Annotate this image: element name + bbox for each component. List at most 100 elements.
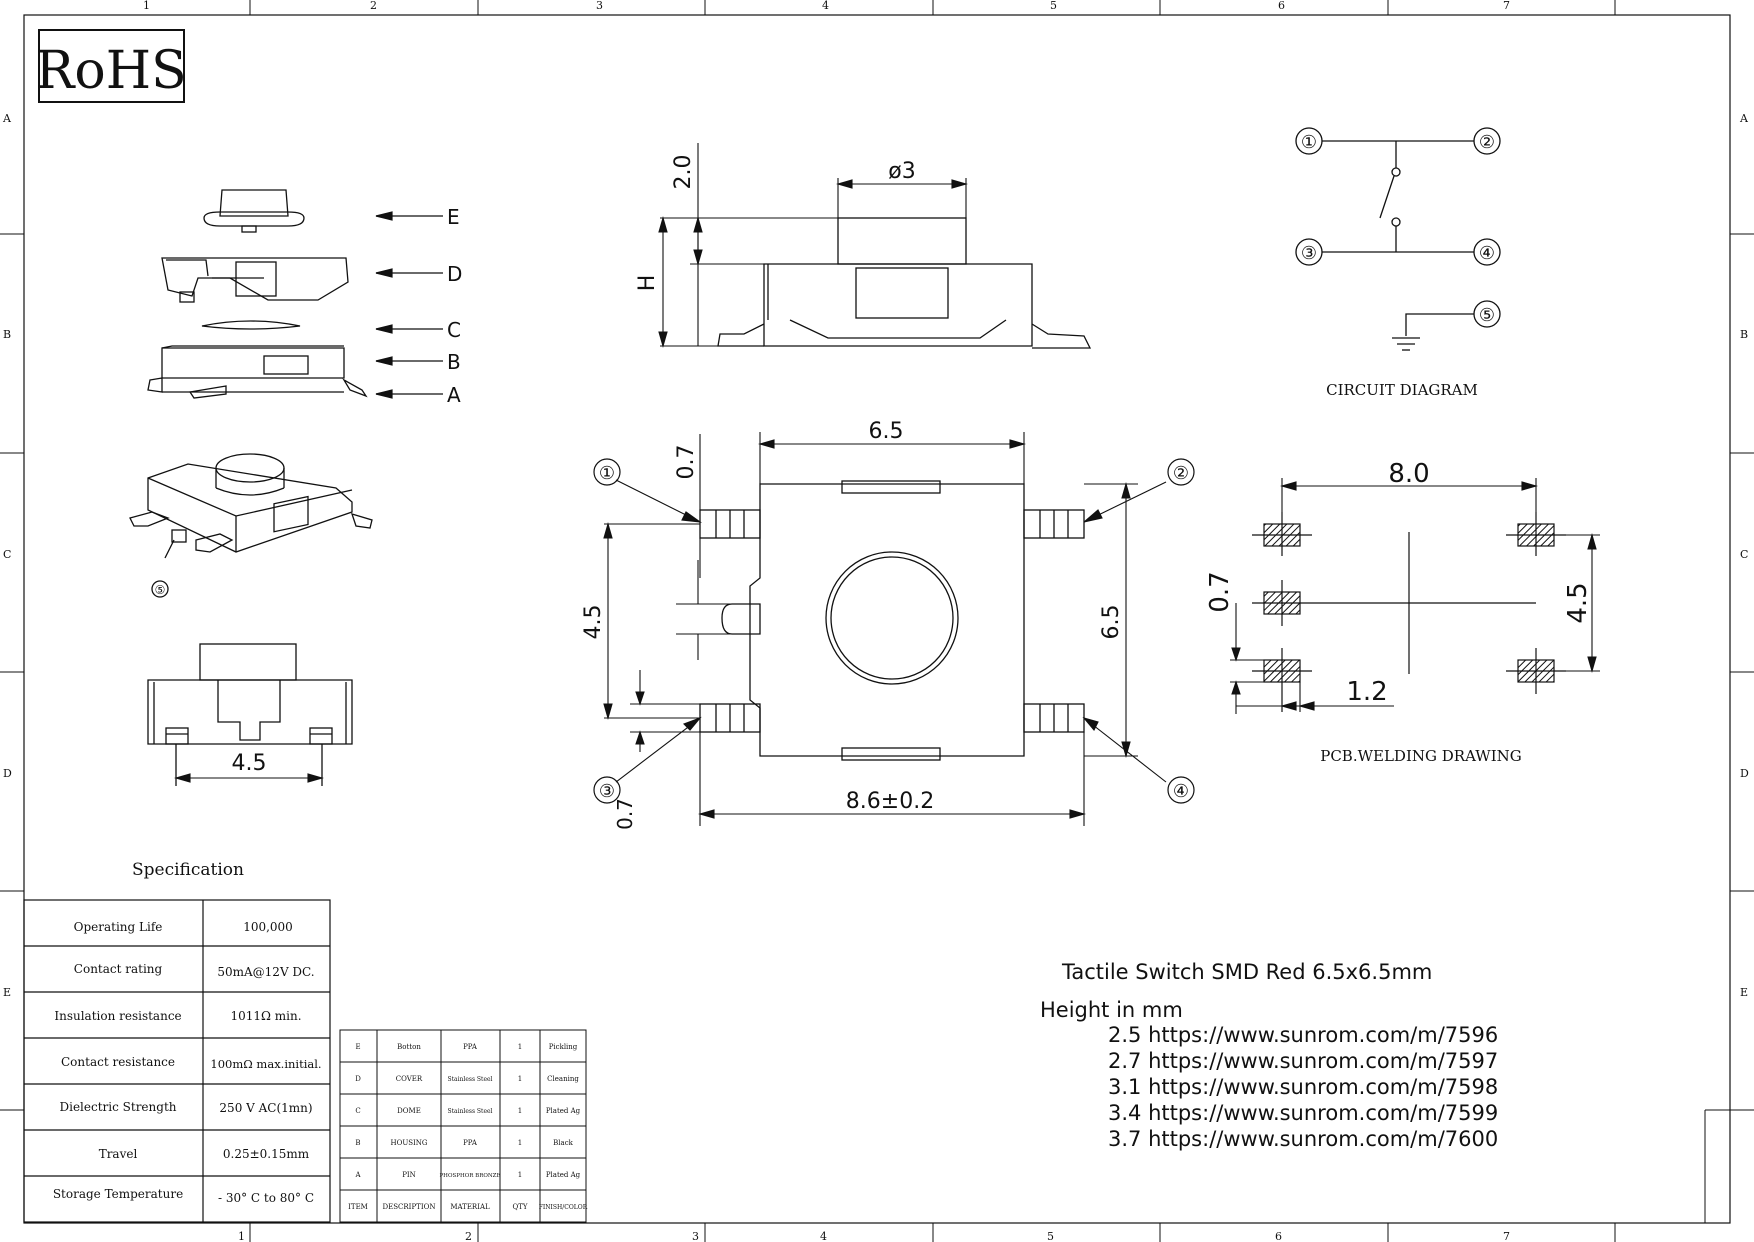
isometric-view: [129, 453, 373, 598]
exploded-labels: E D C B A: [447, 205, 462, 407]
col-label: 1: [143, 0, 150, 12]
top-pin3-label: ③: [599, 781, 615, 802]
bom-cell: 1: [518, 1139, 522, 1147]
spec-title: Specification: [132, 860, 244, 880]
col-label: 2: [465, 1230, 472, 1242]
top-body-height-label: 6.5: [1099, 605, 1124, 640]
bom-cell: Botton: [397, 1043, 421, 1051]
spec-table: [23, 899, 331, 1223]
height-link-2-5[interactable]: 2.5 https://www.sunrom.com/m/7596: [1108, 1023, 1499, 1047]
top-pin1-label: ①: [599, 463, 615, 484]
part-label-c: C: [447, 318, 461, 342]
row-label: B: [1740, 328, 1748, 341]
spec-value: 100,000: [243, 920, 293, 934]
circuit-pin5-label: ⑤: [1479, 305, 1495, 326]
circuit-labels: ① ② ③ ④ ⑤: [1301, 132, 1495, 326]
spec-value: 250 V AC(1mn): [219, 1101, 312, 1115]
bom-cell: B: [355, 1139, 360, 1147]
bom-cell: Pickling: [549, 1043, 578, 1051]
bottom-view: [147, 643, 353, 786]
row-label: A: [1739, 112, 1749, 125]
pcb-title: PCB.WELDING DRAWING: [1320, 747, 1522, 765]
spec-label: Operating Life: [74, 920, 163, 934]
side-cap-height-label: 2.0: [671, 155, 696, 190]
pcb-pad-width-label: 1.2: [1346, 677, 1387, 707]
bom-header: QTY: [512, 1203, 527, 1211]
spec-label: Contact resistance: [61, 1055, 175, 1069]
row-label: D: [3, 767, 12, 780]
row-label: C: [1740, 548, 1748, 561]
pcb-labels: 8.0 0.7 4.5 1.2: [1205, 459, 1593, 707]
rohs-text: RoHS: [35, 41, 186, 101]
height-link-3-7[interactable]: 3.7 https://www.sunrom.com/m/7600: [1108, 1127, 1499, 1151]
circuit-pin2-label: ②: [1479, 132, 1495, 153]
row-label: E: [3, 986, 11, 999]
bom-header: ITEM: [348, 1203, 368, 1211]
spec-value: 50mA@12V DC.: [217, 965, 314, 979]
bom-cell: C: [355, 1107, 360, 1115]
col-label: 7: [1503, 1230, 1510, 1242]
bom-cell: E: [355, 1043, 360, 1051]
pcb-dims: [1230, 478, 1600, 714]
exploded-view: [147, 189, 368, 399]
part-label-b: B: [447, 350, 461, 374]
pcb-drawing: [1252, 512, 1566, 712]
iso-pin5-label: ⑤: [155, 583, 166, 597]
sheet-frame: [23, 14, 1731, 1224]
top-overall-width-label: 8.6±0.2: [846, 789, 934, 814]
part-label-d: D: [447, 262, 462, 286]
bom-cell: Plated Ag: [546, 1107, 581, 1115]
row-label: C: [3, 548, 11, 561]
part-label-e: E: [447, 205, 460, 229]
top-width-label: 6.5: [869, 419, 904, 444]
top-pin4-label: ④: [1173, 781, 1189, 802]
bom-cell: PPA: [463, 1043, 478, 1051]
bom-header: DESCRIPTION: [383, 1203, 436, 1211]
bom-cell: Stainless Steel: [448, 1108, 493, 1115]
top-view-dims: [603, 432, 1167, 826]
pcb-width-label: 8.0: [1388, 459, 1429, 489]
col-label: 6: [1278, 0, 1285, 12]
spec-value: 0.25±0.15mm: [223, 1147, 310, 1161]
title-block: Tactile Switch SMD Red 6.5x6.5mm Height …: [1040, 960, 1560, 1152]
bom-cell: PHOSPHOR BRONZE: [439, 1173, 500, 1179]
circuit-pin3-label: ③: [1301, 243, 1317, 264]
col-label: 4: [820, 1230, 827, 1242]
bom-cell: Stainless Steel: [448, 1076, 493, 1083]
row-label: B: [3, 328, 11, 341]
side-view-dims: [658, 143, 969, 349]
col-label: 3: [596, 0, 603, 12]
pcb-pitch-label: 4.5: [1563, 582, 1593, 623]
bom-cell: DOME: [397, 1107, 421, 1115]
col-label: 4: [822, 0, 829, 12]
top-offset-label: 0.7: [674, 445, 699, 480]
col-label: 5: [1050, 0, 1057, 12]
spec-value: 100mΩ max.initial.: [210, 1057, 321, 1071]
side-height-label: H: [635, 275, 660, 292]
bom-cell: PPA: [463, 1139, 478, 1147]
rohs-mark: RoHS: [35, 29, 187, 103]
height-link-2-7[interactable]: 2.7 https://www.sunrom.com/m/7597: [1108, 1049, 1499, 1073]
bom-cell: A: [354, 1171, 361, 1179]
height-link-3-1[interactable]: 3.1 https://www.sunrom.com/m/7598: [1108, 1075, 1499, 1099]
bom-cell: Plated Ag: [546, 1171, 581, 1179]
top-view-labels: ① ② ③ ④ 6.5 0.7 4.5 6.5 8.6±0.2 0.7: [581, 419, 1189, 830]
side-view: [717, 217, 1092, 349]
bom-cell: D: [355, 1075, 361, 1083]
spec-label: Dielectric Strength: [60, 1100, 177, 1114]
pcb-offset-label: 0.7: [1205, 571, 1235, 612]
bottom-dim-label: 4.5: [232, 751, 267, 776]
bottom-dim: [173, 773, 325, 783]
row-label: E: [1740, 986, 1748, 999]
bom-cell: 1: [518, 1171, 522, 1179]
circuit-title: CIRCUIT DIAGRAM: [1326, 381, 1478, 399]
spec-label: Storage Temperature: [53, 1187, 183, 1201]
bom-table: [339, 1029, 587, 1223]
height-link-3-4[interactable]: 3.4 https://www.sunrom.com/m/7599: [1108, 1101, 1499, 1125]
bom-table-text: E Botton PPA 1 Pickling D COVER Stainles…: [348, 1043, 588, 1211]
bom-cell: HOUSING: [390, 1139, 427, 1147]
spec-label: Travel: [99, 1147, 138, 1161]
circuit-pin1-label: ①: [1301, 132, 1317, 153]
